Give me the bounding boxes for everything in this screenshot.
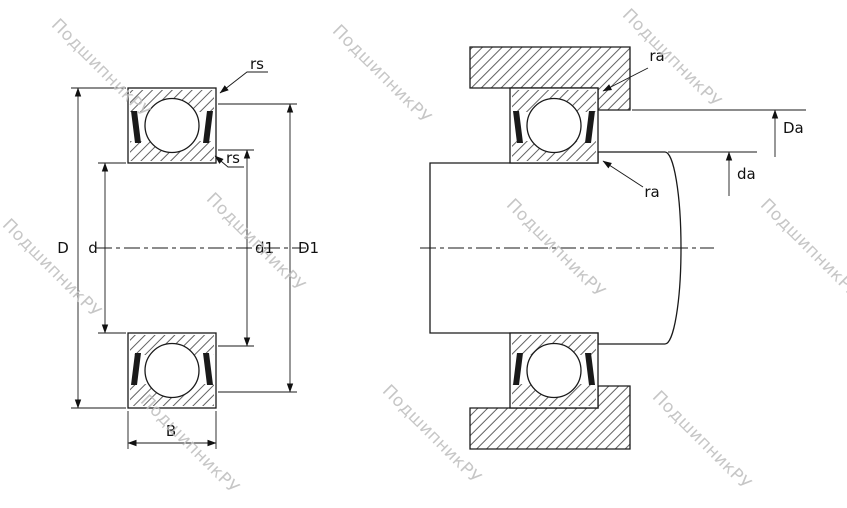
watermark: ПодшипникРУ bbox=[328, 21, 435, 128]
dim-label-D1: D1 bbox=[298, 239, 319, 257]
dim-label-d: d bbox=[88, 239, 98, 257]
mounted-shield-right-top bbox=[585, 111, 595, 143]
mounted-ball-bottom bbox=[526, 342, 582, 399]
watermark: ПодшипникРУ bbox=[756, 195, 847, 302]
dim-label-rs-outer: rs bbox=[250, 55, 264, 73]
mounted-shield-left-top bbox=[513, 111, 523, 143]
shield-right-bottom bbox=[203, 353, 213, 385]
mounted-ball-top bbox=[526, 97, 582, 154]
ball-bottom bbox=[144, 342, 200, 399]
leader-rs-inner bbox=[214, 155, 244, 168]
leader-rs-outer bbox=[219, 71, 268, 94]
ball-top bbox=[144, 97, 200, 154]
dim-label-D: D bbox=[57, 239, 69, 257]
leader-ra-housing bbox=[602, 67, 649, 92]
dim-label-da: da bbox=[737, 165, 756, 183]
dim-label-rs-inner: rs bbox=[226, 149, 240, 167]
leader-ra-shaft bbox=[602, 160, 644, 188]
dim-label-B: B bbox=[166, 422, 176, 440]
mounted-bearing-view: Da da ra ra bbox=[420, 46, 806, 450]
shield-left-bottom bbox=[131, 353, 141, 385]
watermark: ПодшипникРУ bbox=[0, 215, 105, 322]
dim-label-ra-shaft: ra bbox=[644, 183, 659, 201]
dim-label-Da: Da bbox=[783, 119, 804, 137]
watermark: ПодшипникРУ bbox=[378, 381, 485, 488]
mounted-shield-left-bottom bbox=[513, 353, 523, 385]
mounted-shield-right-bottom bbox=[585, 353, 595, 385]
dim-label-ra-housing: ra bbox=[649, 47, 664, 65]
bearing-cross-section-view: D d d1 D1 B rs rs bbox=[57, 55, 319, 449]
watermark: ПодшипникРУ bbox=[47, 15, 154, 122]
shield-right-top bbox=[203, 111, 213, 143]
watermark: ПодшипникРУ bbox=[648, 387, 755, 494]
dim-label-d1: d1 bbox=[255, 239, 274, 257]
watermark: ПодшипникРУ bbox=[618, 5, 725, 112]
watermark: ПодшипникРУ bbox=[202, 189, 309, 296]
watermark-layer: ПодшипникРУ ПодшипникРУ ПодшипникРУ Подш… bbox=[0, 5, 847, 498]
shield-left-top bbox=[131, 111, 141, 143]
